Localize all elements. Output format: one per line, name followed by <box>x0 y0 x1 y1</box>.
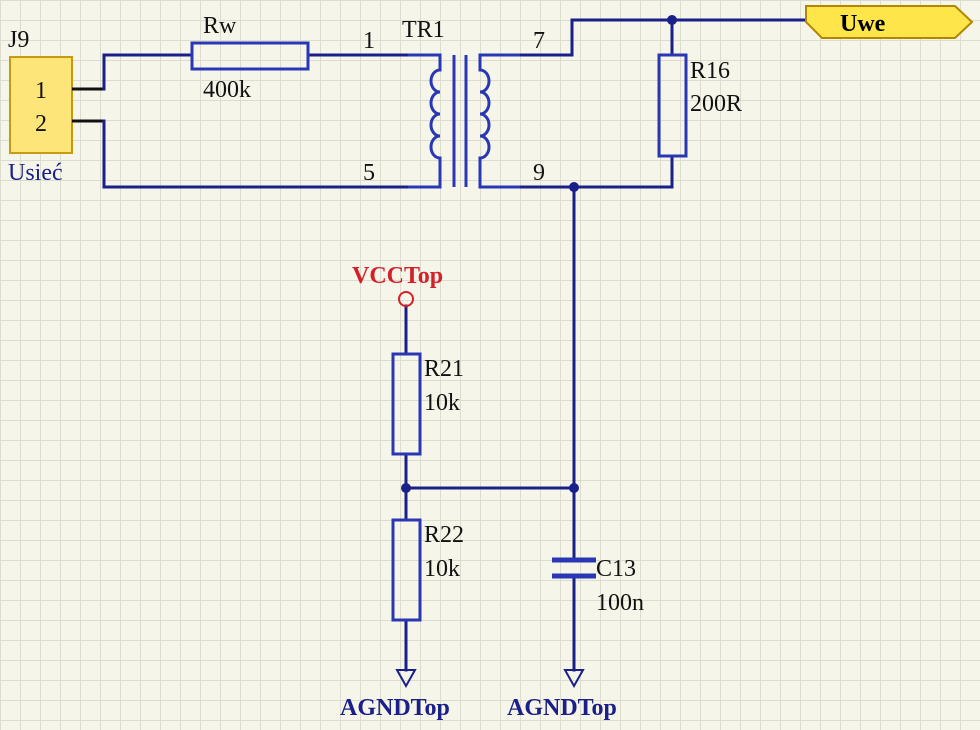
transformer-tr1-designator: TR1 <box>402 17 445 43</box>
resistor-rw-body <box>190 41 310 71</box>
junction-dot <box>569 182 579 192</box>
connector-j9[interactable]: J9 1 2 Usieć <box>8 27 104 186</box>
capacitor-c13[interactable]: C13 100n <box>552 556 644 616</box>
resistor-r16-designator: R16 <box>690 58 730 84</box>
connector-j9-pin1-label: 1 <box>35 78 47 104</box>
resistor-rw[interactable]: Rw 400k <box>190 13 310 103</box>
power-vcc-label: VCCTop <box>352 263 443 289</box>
port-uwe[interactable]: Uwe <box>805 5 974 39</box>
transformer-tr1-pin7-label: 7 <box>533 28 545 54</box>
resistor-r21-body <box>391 352 422 456</box>
transformer-tr1-primary-coil <box>408 53 442 189</box>
resistor-r22[interactable]: R22 10k <box>391 518 464 622</box>
wire-j9-pin1-to-rw <box>102 53 194 91</box>
resistor-r16-body <box>657 53 688 158</box>
transformer-tr1-secondary-coil <box>478 53 520 189</box>
power-gnd-right-label: AGNDTop <box>507 695 617 721</box>
connector-j9-designator: J9 <box>8 27 29 53</box>
transformer-tr1-pin5-label: 5 <box>363 160 375 186</box>
capacitor-c13-designator: C13 <box>596 556 636 582</box>
port-uwe-label: Uwe <box>840 11 886 37</box>
transformer-tr1-pin9-label: 9 <box>533 160 545 186</box>
connector-j9-comment: Usieć <box>8 160 63 186</box>
transformer-tr1-pin1-label: 1 <box>363 28 375 54</box>
wires <box>102 18 812 672</box>
resistor-r22-body <box>391 518 422 622</box>
resistor-r21-designator: R21 <box>424 356 464 382</box>
port-uwe-shape <box>805 5 974 39</box>
resistor-r21[interactable]: R21 10k <box>391 352 464 456</box>
resistor-r16-value: 200R <box>690 91 742 117</box>
power-vcc[interactable]: VCCTop <box>352 263 443 307</box>
junction-dot <box>667 15 677 25</box>
power-gnd-left-label: AGNDTop <box>340 695 450 721</box>
junctions <box>401 15 677 493</box>
power-vcc-symbol <box>398 291 414 307</box>
wire-j9-pin2-to-tr1-pin5 <box>102 119 410 189</box>
resistor-r22-value: 10k <box>424 556 460 582</box>
resistor-rw-designator: Rw <box>203 13 237 39</box>
junction-dot <box>569 483 579 493</box>
wire-tr1-pin7-to-output <box>518 18 812 57</box>
power-gnd-right[interactable]: AGNDTop <box>507 669 617 721</box>
capacitor-c13-value: 100n <box>596 590 644 616</box>
ground-right-icon <box>563 669 585 689</box>
connector-j9-body <box>9 56 73 154</box>
resistor-r21-value: 10k <box>424 390 460 416</box>
ground-left-icon <box>395 669 417 689</box>
resistor-r16[interactable]: R16 200R <box>657 53 742 158</box>
resistor-rw-value: 400k <box>203 77 251 103</box>
junction-dot <box>401 483 411 493</box>
resistor-r22-designator: R22 <box>424 522 464 548</box>
connector-j9-pin2-label: 2 <box>35 111 47 137</box>
transformer-tr1[interactable]: TR1 1 5 7 9 <box>363 17 545 189</box>
power-gnd-left[interactable]: AGNDTop <box>340 669 450 721</box>
